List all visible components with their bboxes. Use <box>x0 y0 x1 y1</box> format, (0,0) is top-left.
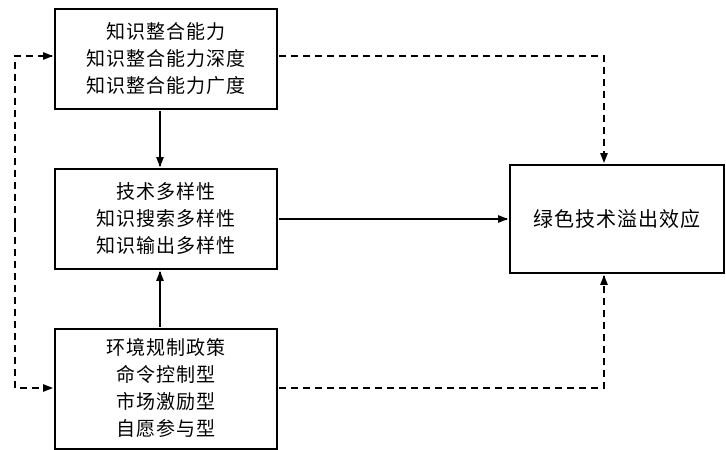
box-item: 命令控制型 <box>115 364 216 386</box>
box-title: 知识整合能力 <box>105 20 226 43</box>
dashed-arrow-integration-to-spillover <box>279 55 608 163</box>
box-title: 绿色技术溢出效应 <box>533 206 701 231</box>
green-spillover-box: 绿色技术溢出效应 <box>509 164 725 274</box>
box-item: 知识整合能力广度 <box>85 74 246 97</box>
box-item: 知识搜索多样性 <box>95 207 236 230</box>
box-item: 自愿参与型 <box>115 418 216 440</box>
box-item: 知识输出多样性 <box>95 234 236 257</box>
dashed-left-loop-to-regulation <box>14 225 53 392</box>
box-title: 环境规制政策 <box>105 337 226 359</box>
env-regulation-box: 环境规制政策 命令控制型 市场激励型 自愿参与型 <box>54 328 278 450</box>
box-item: 市场激励型 <box>115 391 216 413</box>
dashed-left-loop-to-integration <box>14 52 53 225</box>
box-title: 技术多样性 <box>115 180 216 203</box>
box-item: 知识整合能力深度 <box>85 47 246 70</box>
knowledge-integration-box: 知识整合能力 知识整合能力深度 知识整合能力广度 <box>54 8 278 110</box>
dashed-arrow-regulation-to-spillover <box>279 275 608 389</box>
tech-diversity-box: 技术多样性 知识搜索多样性 知识输出多样性 <box>54 168 278 270</box>
